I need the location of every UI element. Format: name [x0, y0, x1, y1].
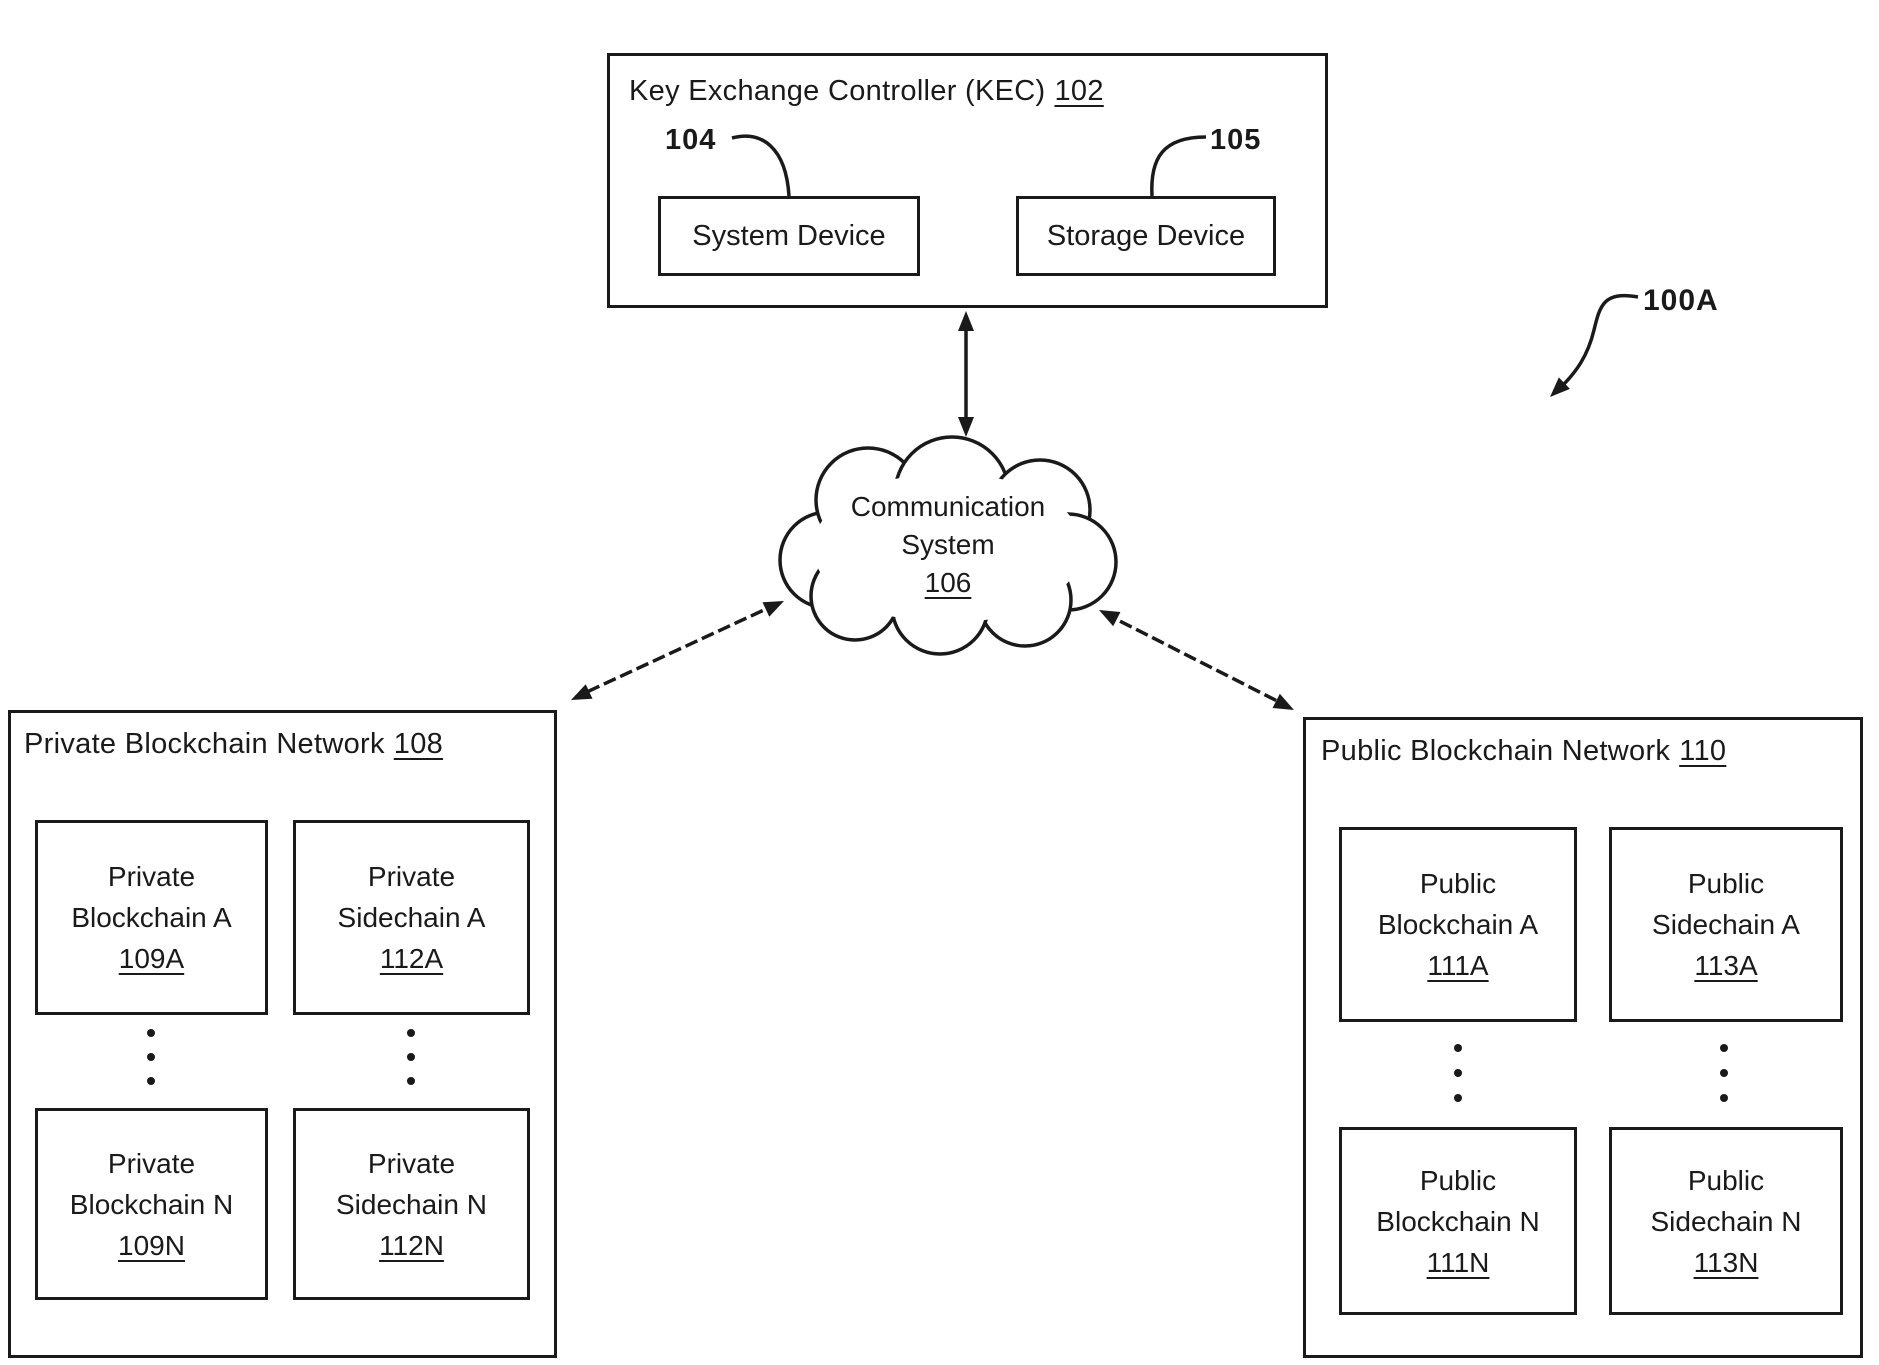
- node-line1: Public: [1687, 868, 1765, 899]
- private-network-box: [8, 710, 557, 1358]
- public-sidechain-a-label: Public Sidechain A 113A: [1652, 863, 1800, 986]
- node-line2: Sidechain A: [337, 902, 486, 933]
- private-blockchain-n-box: Private Blockchain N 109N: [35, 1108, 268, 1300]
- figure-ref-arrow: [1550, 293, 1639, 397]
- node-line2: Sidechain A: [1652, 909, 1800, 940]
- cloud-line2: System: [901, 529, 995, 560]
- node-line2: Blockchain A: [1377, 909, 1539, 940]
- public-sidechain-a-box: Public Sidechain A 113A: [1609, 827, 1843, 1022]
- private-sidechain-n-box: Private Sidechain N 112N: [293, 1108, 530, 1300]
- private-network-title-text: Private Blockchain Network: [24, 728, 385, 760]
- node-line1: Private: [367, 861, 456, 892]
- system-device-label: System Device: [692, 219, 886, 252]
- node-ref: 112N: [379, 1229, 444, 1261]
- node-line1: Private: [367, 1147, 456, 1179]
- node-ref: 111A: [1427, 950, 1489, 981]
- public-sidechain-n-label: Public Sidechain N 113N: [1651, 1160, 1802, 1283]
- ref-105-leader-line: [1150, 135, 1207, 197]
- private-sidechain-a-box: Private Sidechain A 112A: [293, 820, 530, 1015]
- node-line2: Blockchain N: [69, 1188, 234, 1220]
- cloud-label: Communication System 106: [818, 488, 1078, 602]
- node-line2: Blockchain N: [1376, 1205, 1540, 1237]
- public-blockchain-n-label: Public Blockchain N 111N: [1376, 1160, 1539, 1283]
- communication-cloud-shape: [778, 435, 1118, 656]
- node-line1: Public: [1419, 868, 1497, 899]
- public-blockchain-a-box: Public Blockchain A 111A: [1339, 827, 1577, 1022]
- node-ref: 112A: [379, 943, 444, 974]
- ref-104-label: 104: [665, 124, 717, 156]
- cloud-ref: 106: [924, 567, 972, 598]
- kec-title-text: Key Exchange Controller (KEC): [629, 75, 1046, 107]
- cloud-public-arrow: [1099, 610, 1294, 710]
- node-line1: Private: [107, 1147, 196, 1179]
- cloud-private-arrow: [571, 601, 784, 700]
- private-blockchain-a-label: Private Blockchain A 109A: [71, 856, 231, 979]
- kec-title: Key Exchange Controller (KEC)102: [629, 75, 1104, 108]
- public-network-box: [1303, 717, 1863, 1358]
- node-ref: 113N: [1693, 1246, 1759, 1278]
- node-line1: Public: [1687, 1164, 1765, 1196]
- public-blockchain-n-box: Public Blockchain N 111N: [1339, 1127, 1577, 1315]
- private-ellipsis-dots: [147, 1029, 415, 1085]
- node-ref: 111N: [1426, 1246, 1490, 1278]
- ref-105-label: 105: [1210, 124, 1262, 156]
- kec-box: [607, 53, 1328, 308]
- ref-104-leader-line: [731, 134, 791, 197]
- private-sidechain-n-label: Private Sidechain N 112N: [336, 1143, 487, 1266]
- storage-device-box: Storage Device: [1016, 196, 1276, 276]
- node-line2: Sidechain N: [336, 1188, 487, 1220]
- node-line2: Sidechain N: [1650, 1205, 1802, 1237]
- node-line1: Public: [1419, 1164, 1497, 1196]
- kec-cloud-arrow: [958, 311, 974, 437]
- public-network-ref: 110: [1679, 735, 1727, 767]
- figure-ref-label: 100A: [1643, 284, 1719, 317]
- node-line2: Blockchain A: [71, 902, 232, 933]
- public-blockchain-a-label: Public Blockchain A 111A: [1378, 863, 1538, 986]
- public-network-title-text: Public Blockchain Network: [1321, 735, 1671, 767]
- cloud-line1: Communication: [850, 491, 1046, 522]
- node-ref: 109A: [118, 943, 185, 974]
- private-blockchain-n-label: Private Blockchain N 109N: [70, 1143, 233, 1266]
- system-device-box: System Device: [658, 196, 920, 276]
- public-ellipsis-dots: [1454, 1044, 1728, 1102]
- private-blockchain-a-box: Private Blockchain A 109A: [35, 820, 268, 1015]
- private-sidechain-a-label: Private Sidechain A 112A: [338, 856, 486, 979]
- public-sidechain-n-box: Public Sidechain N 113N: [1609, 1127, 1843, 1315]
- node-line1: Private: [107, 861, 196, 892]
- kec-ref: 102: [1054, 75, 1104, 107]
- node-ref: 113A: [1694, 950, 1758, 981]
- storage-device-label: Storage Device: [1046, 219, 1246, 252]
- private-network-ref: 108: [393, 728, 444, 760]
- node-ref: 109N: [118, 1229, 185, 1261]
